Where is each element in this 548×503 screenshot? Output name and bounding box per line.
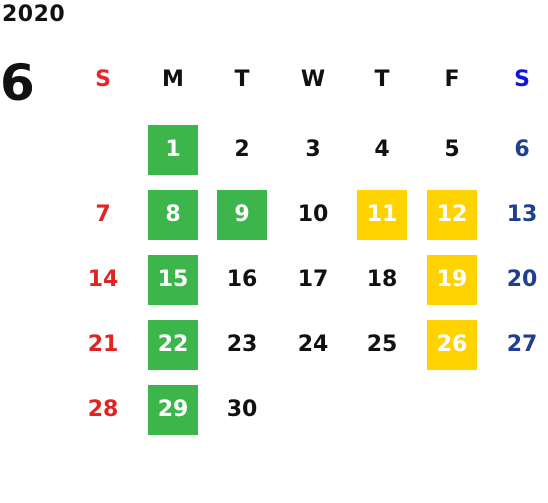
day-cell-27[interactable]: 27 [506, 332, 538, 357]
day-cell-8[interactable]: 8 [148, 190, 198, 240]
day-cell-2[interactable]: 2 [234, 137, 250, 162]
day-cell-12[interactable]: 12 [427, 190, 477, 240]
day-cell-3[interactable]: 3 [305, 137, 321, 162]
day-cell-28[interactable]: 28 [87, 397, 119, 422]
day-cell-30[interactable]: 30 [226, 397, 258, 422]
day-cell-17[interactable]: 17 [297, 267, 329, 292]
day-cell-22[interactable]: 22 [148, 320, 198, 370]
day-cell-4[interactable]: 4 [374, 137, 390, 162]
day-cell-26[interactable]: 26 [427, 320, 477, 370]
day-cell-24[interactable]: 24 [297, 332, 329, 357]
weekday-header-wednesday: W [300, 67, 326, 92]
day-cell-1[interactable]: 1 [148, 125, 198, 175]
weekday-header-friday: F [444, 67, 460, 92]
day-cell-23[interactable]: 23 [226, 332, 258, 357]
weekday-header-saturday: S [514, 67, 530, 92]
day-cell-20[interactable]: 20 [506, 267, 538, 292]
day-cell-19[interactable]: 19 [427, 255, 477, 305]
day-cell-7[interactable]: 7 [95, 202, 111, 227]
calendar-month: 6 [0, 54, 35, 112]
day-cell-11[interactable]: 11 [357, 190, 407, 240]
day-cell-16[interactable]: 16 [226, 267, 258, 292]
day-cell-14[interactable]: 14 [87, 267, 119, 292]
day-cell-18[interactable]: 18 [366, 267, 398, 292]
weekday-header-tuesday: T [234, 67, 250, 92]
day-cell-6[interactable]: 6 [514, 137, 530, 162]
weekday-header-monday: M [162, 67, 184, 92]
day-cell-29[interactable]: 29 [148, 385, 198, 435]
day-cell-9[interactable]: 9 [217, 190, 267, 240]
day-cell-21[interactable]: 21 [87, 332, 119, 357]
day-cell-5[interactable]: 5 [444, 137, 460, 162]
day-cell-15[interactable]: 15 [148, 255, 198, 305]
day-cell-25[interactable]: 25 [366, 332, 398, 357]
day-cell-10[interactable]: 10 [297, 202, 329, 227]
weekday-header-sunday: S [95, 67, 111, 92]
weekday-header-thursday: T [374, 67, 390, 92]
day-cell-13[interactable]: 13 [506, 202, 538, 227]
calendar-year: 2020 [2, 2, 66, 27]
